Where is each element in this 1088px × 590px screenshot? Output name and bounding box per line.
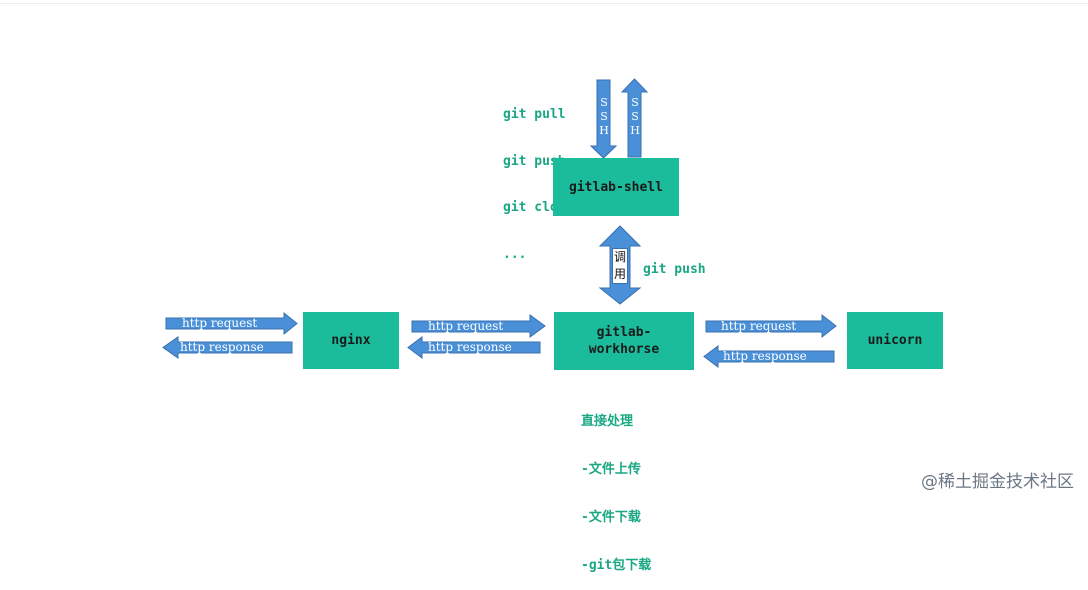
call-label: 调用	[612, 248, 628, 284]
ssh-up-arrow	[620, 78, 649, 158]
unicorn-response-arrow	[703, 345, 835, 368]
client-response-label: http response	[180, 340, 264, 354]
nginx-request-label: http request	[428, 319, 504, 333]
top-divider	[0, 3, 1088, 4]
direct-handling-item: -文件上传	[581, 462, 641, 477]
git-command: git pull	[503, 107, 566, 122]
ssh-down-label: SSH	[599, 96, 609, 137]
nginx-node: nginx	[303, 312, 399, 369]
nginx-request-arrow	[411, 314, 546, 338]
gitlab-shell-label: gitlab-shell	[569, 179, 663, 195]
nginx-label: nginx	[331, 333, 371, 348]
unicorn-request-label: http request	[721, 319, 797, 333]
watermark: @稀土掘金技术社区	[921, 472, 1074, 492]
direct-handling-item: 直接处理	[581, 414, 634, 429]
nginx-response-label: http response	[428, 340, 512, 354]
gitlab-shell-node: gitlab-shell	[553, 158, 679, 216]
client-request-label: http request	[182, 316, 258, 330]
unicorn-request-arrow	[705, 313, 837, 339]
client-request-arrow	[165, 311, 298, 336]
workhorse-label-line2: workhorse	[588, 342, 660, 357]
ssh-up-label: SSH	[630, 96, 640, 137]
git-command: ...	[503, 246, 527, 262]
direct-handling-list: 直接处理 -文件上传 -文件下载 -git包下载	[581, 382, 651, 590]
unicorn-response-label: http response	[723, 349, 807, 363]
direct-handling-item: -文件下载	[581, 510, 641, 525]
direct-handling-item: -git包下载	[581, 558, 652, 573]
nginx-response-arrow	[407, 336, 541, 359]
arrows-layer	[162, 78, 837, 368]
call-git-push-text: git push	[643, 262, 706, 277]
client-response-arrow	[162, 336, 293, 359]
gitlab-workhorse-node: gitlab- workhorse	[554, 312, 694, 370]
ssh-down-arrow	[589, 79, 618, 159]
unicorn-node: unicorn	[847, 312, 943, 369]
workhorse-label-line1: gitlab-	[596, 325, 652, 340]
unicorn-label: unicorn	[867, 333, 923, 348]
